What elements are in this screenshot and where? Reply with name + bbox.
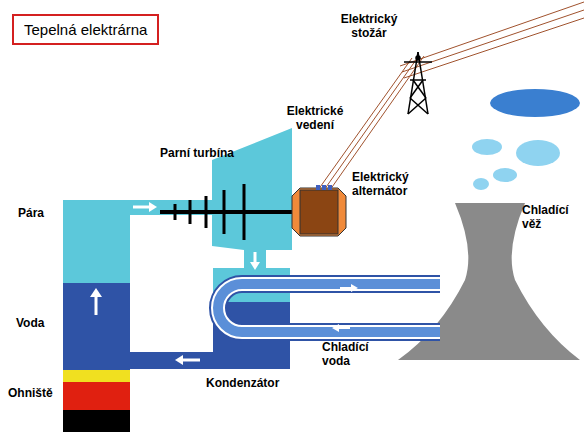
firebox-label: Ohniště bbox=[8, 386, 62, 400]
cloud bbox=[490, 89, 580, 117]
steam-zone bbox=[63, 200, 130, 283]
cloud bbox=[472, 139, 502, 155]
flow-arrows bbox=[90, 202, 358, 365]
power-lines bbox=[318, 2, 584, 190]
cloud bbox=[473, 178, 489, 190]
water-zone bbox=[63, 283, 130, 370]
power-line-label: Elektrické vedení bbox=[282, 104, 348, 132]
electric-pylon bbox=[404, 52, 432, 114]
return-pipe bbox=[129, 352, 290, 369]
pylon-label: Elektrický stožár bbox=[336, 12, 402, 40]
water-label: Voda bbox=[16, 316, 60, 330]
cloud bbox=[493, 168, 517, 182]
firebox-base bbox=[63, 410, 130, 432]
condenser-label: Kondenzátor bbox=[206, 376, 302, 390]
cooling-water-label: Chladící voda bbox=[322, 340, 382, 368]
turbine-label: Parní turbína bbox=[160, 146, 250, 160]
cooling-water bbox=[218, 284, 440, 332]
cooling-tube-edge bbox=[218, 284, 440, 332]
cooling-tube bbox=[218, 284, 440, 332]
alternator-body bbox=[300, 190, 338, 234]
alternator-housing bbox=[292, 188, 346, 236]
alternator-label: Elektrický alternátor bbox=[352, 170, 428, 198]
firebox bbox=[63, 382, 130, 410]
cooling-tower-label: Chladící věž bbox=[522, 203, 580, 231]
flame-top bbox=[63, 370, 130, 382]
cloud bbox=[516, 140, 560, 166]
title-box: Tepelná elektrárna bbox=[12, 14, 159, 45]
steam-label: Pára bbox=[18, 206, 58, 220]
alternator-terminals bbox=[316, 185, 332, 190]
turbine-rotor bbox=[160, 184, 292, 240]
